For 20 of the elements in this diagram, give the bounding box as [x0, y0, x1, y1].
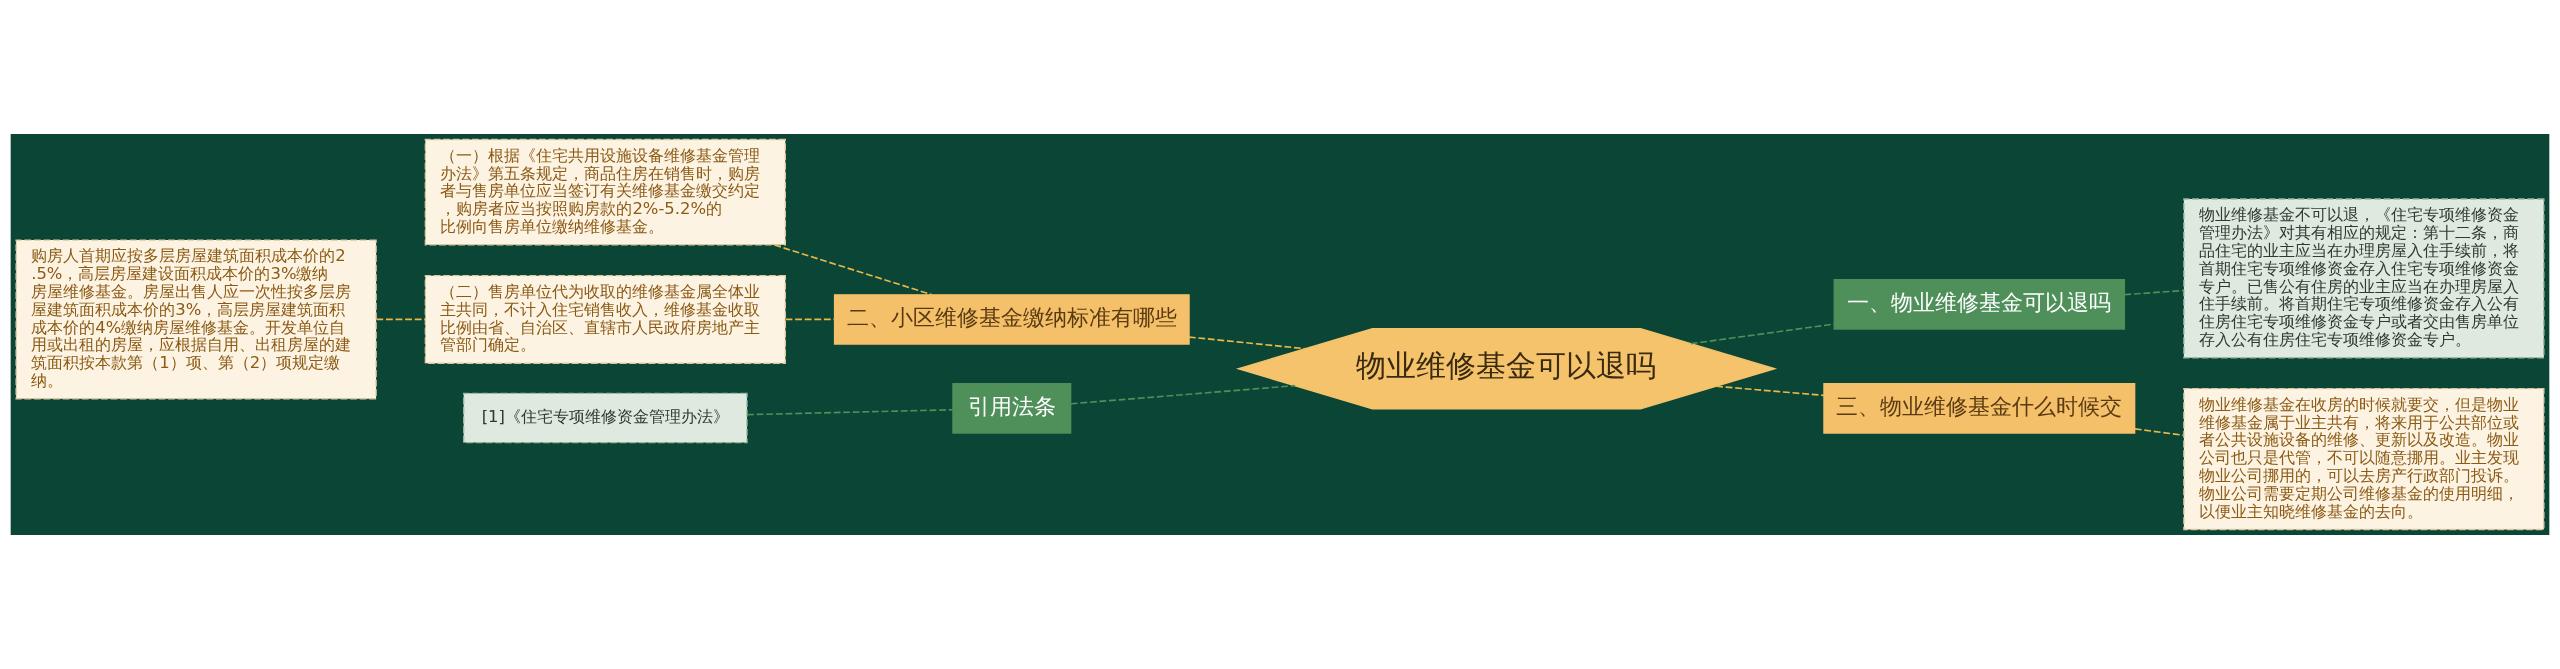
node-box: 物业维修基金不可以退，《住宅专项维修资金管理办法》对其有相应的规定：第十二条，商品住宅的业主应当在办理房屋入住手续前，将首期住宅专项维修资金存入住宅专项维修资金专户。已售公有住房的业主应当在办理房屋入住手续前。将首期住宅专项维修资金存入公有住房住宅专项维修资金专户或者交由售房单位存入公有住房住宅专项维修资金专户。 [2183, 198, 2545, 359]
node-box: （二）售房单位代为收取的维修基金属全体业主共同，不计入住宅销售收入，维修基金收取比例由省、自治区、直辖市人民政府房地产主管部门确定。 [424, 274, 786, 364]
connector [746, 408, 954, 416]
node-box: 引用法条 [952, 383, 1072, 434]
connector [784, 318, 836, 321]
node-box: [1]《住宅专项维修资金管理办法》 [463, 392, 748, 444]
connector [2123, 289, 2185, 296]
node-box: 一、物业维修基金可以退吗 [1833, 279, 2126, 330]
connector [1188, 336, 1307, 350]
node-box: 三、物业维修基金什么时候交 [1823, 383, 2136, 434]
connector [375, 318, 426, 321]
node-box: 购房人首期应按多层房屋建筑面积成本价的2.5%，高层房屋建设面积成本价的3%缴纳房屋维修基金。房屋出售人应一次性按多层房屋建筑面积成本价的3%，高层房屋建筑面积成本价的4%缴纳房屋维修基金。开发单位自用或出租的房屋，应根据自用、出租房屋的建筑面积按本款第（1）项、第（2）项规定缴纳。 [15, 239, 377, 400]
node-box: 二、小区维修基金缴纳标准有哪些 [833, 294, 1190, 345]
node-box: 物业维修基金在收房的时候就要交，但是物业维修基金属于业主共有，将来用于公共部位或者公共设施设备的维修、更新以及改造。物业公司也只是代管，不可以随意挪用。业主发现物业公司挪用的，可以去房产行政部门投诉。物业公司需要定期公司维修基金的使用明细，以便业主知晓维修基金的去向。 [2183, 387, 2545, 531]
node-box: （一）根据《住宅共用设施设备维修基金管理办法》第五条规定，商品住房在销售时，购房者与售房单位应当签订有关维修基金缴交约定，购房者应当按照购房款的2%-5.2%的比例向售房单位缴纳维修基金。 [424, 138, 786, 246]
connector [1070, 384, 1296, 405]
connector [1690, 323, 1835, 345]
connector [2134, 428, 2185, 437]
connector [773, 244, 933, 296]
connector [1715, 385, 1825, 397]
